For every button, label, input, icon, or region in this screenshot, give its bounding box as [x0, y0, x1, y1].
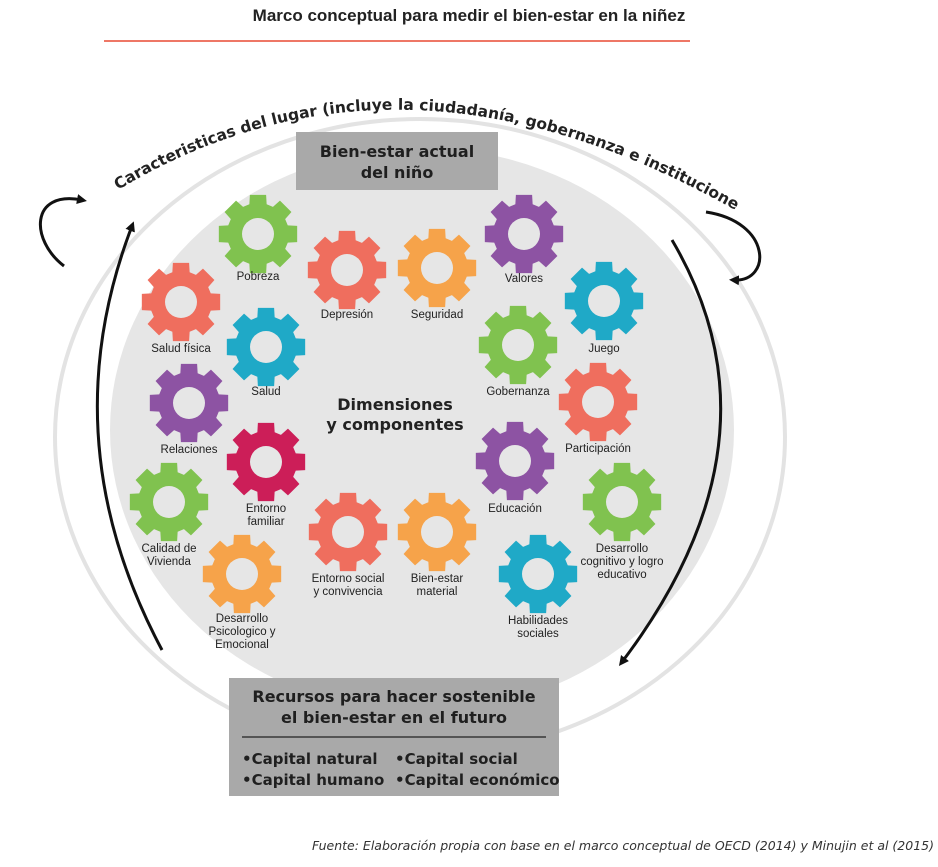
gear-label: Psicologico y — [208, 626, 275, 638]
gear-label: cognitivo y logro — [580, 556, 663, 568]
gear-label: y convivencia — [313, 586, 383, 598]
gear-hole — [250, 331, 282, 363]
gear-hole — [502, 329, 534, 361]
gear-label: Bien-estar — [411, 573, 464, 585]
future-resources-title-1: Recursos para hacer sostenible — [252, 687, 535, 706]
gear-depresión: Depresión — [307, 230, 387, 321]
gear-valores: Valores — [484, 194, 564, 285]
gear-label: Emocional — [215, 639, 269, 651]
capital-humano: •Capital humano — [242, 771, 384, 789]
gear-label: Desarrollo — [596, 543, 648, 555]
gear-hole — [522, 558, 554, 590]
gear-label: Desarrollo — [216, 613, 268, 625]
gear-label: Seguridad — [411, 309, 463, 321]
gear-relaciones: Relaciones — [149, 363, 229, 456]
gear-label: Pobreza — [237, 271, 280, 283]
gear-label: Entorno social — [312, 573, 385, 585]
title-underline — [104, 40, 690, 42]
gear-label: Participación — [565, 443, 631, 455]
capital-natural: •Capital natural — [242, 750, 378, 768]
figure-title: Marco conceptual para medir el bien-esta… — [252, 6, 686, 25]
gear-juego: Juego — [564, 261, 644, 355]
gear-label: Depresión — [321, 309, 373, 321]
future-resources-title-2: el bien-estar en el futuro — [281, 708, 507, 727]
gear-label: sociales — [517, 628, 559, 640]
gear-hole — [250, 446, 282, 478]
capital-social: •Capital social — [395, 750, 518, 768]
gear-hole — [226, 558, 258, 590]
gear-hole — [421, 252, 453, 284]
capital-economico: •Capital económico — [395, 771, 560, 789]
gear-label: Gobernanza — [486, 386, 550, 398]
gear-participación: Participación — [558, 362, 638, 455]
source-note: Fuente: Elaboración propia con base en e… — [311, 838, 934, 853]
gear-label: educativo — [597, 569, 646, 581]
top-left-curl-arrow — [38, 194, 87, 268]
gear-hole — [153, 486, 185, 518]
gear-label: Salud — [251, 386, 280, 398]
current-wellbeing-box — [296, 132, 498, 190]
gear-hole — [331, 254, 363, 286]
gear-hole — [421, 516, 453, 548]
gear-label: Vivienda — [147, 556, 192, 568]
gear-hole — [588, 285, 620, 317]
gear-label: Educación — [488, 503, 542, 515]
right-cycle-arrow — [618, 239, 723, 666]
gear-hole — [165, 286, 197, 318]
center-label-line-1: Dimensiones — [337, 395, 452, 414]
gear-salud: Salud — [226, 307, 306, 398]
top-right-curl-arrow — [705, 210, 762, 286]
gear-label: Juego — [588, 343, 619, 355]
gear-pobreza: Pobreza — [218, 194, 298, 283]
gear-label: Entorno — [246, 503, 286, 515]
gear-hole — [508, 218, 540, 250]
gear-hole — [173, 387, 205, 419]
current-wellbeing-line-2: del niño — [361, 163, 434, 182]
gear-salud-física: Salud física — [141, 262, 221, 355]
gear-hole — [606, 486, 638, 518]
gear-label: material — [417, 586, 458, 598]
left-cycle-arrow — [95, 221, 164, 651]
gear-educación: Educación — [475, 421, 555, 515]
gear-gobernanza: Gobernanza — [478, 305, 558, 398]
gear-hole — [582, 386, 614, 418]
gear-seguridad: Seguridad — [397, 228, 477, 321]
gear-label: Relaciones — [161, 444, 218, 456]
center-label-line-2: y componentes — [326, 415, 463, 434]
gear-label: Valores — [505, 273, 543, 285]
gear-label: Calidad de — [142, 543, 197, 555]
gear-label: Salud física — [151, 343, 211, 355]
gear-hole — [242, 218, 274, 250]
gear-hole — [499, 445, 531, 477]
gear-label: familiar — [247, 516, 284, 528]
current-wellbeing-line-1: Bien-estar actual — [320, 142, 474, 161]
gear-hole — [332, 516, 364, 548]
gear-label: Habilidades — [508, 615, 568, 627]
